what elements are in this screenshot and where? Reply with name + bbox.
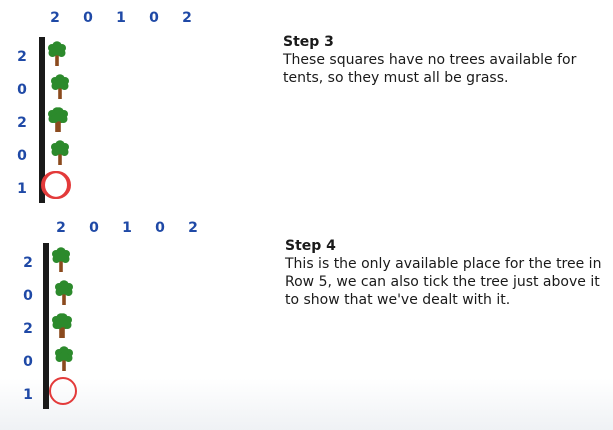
step4-col-clue: 2 (56, 220, 66, 236)
tree-icon (50, 107, 68, 132)
step3-row-clue: 2 (17, 49, 27, 65)
grid-row (39, 70, 69, 104)
grid-cell[interactable] (47, 342, 73, 376)
grid-row (43, 375, 77, 409)
tree-icon (48, 41, 66, 66)
step4-description: This is the only available place for the… (285, 256, 602, 308)
step4-title: Step 4 (285, 238, 336, 254)
grid-cell[interactable] (43, 169, 45, 203)
step4-row-clue: 2 (23, 321, 33, 337)
step4-col-clue: 2 (188, 220, 198, 236)
step3-column-clues: 2 0 1 0 2 (38, 10, 208, 30)
step3-description: These squares have no trees available fo… (283, 52, 577, 86)
step3-col-clue: 2 (50, 10, 60, 26)
step4-col-clue: 0 (155, 220, 165, 236)
grid-row (39, 136, 69, 170)
tree-icon (52, 247, 70, 272)
step4-grid (43, 243, 77, 409)
grid-row (43, 309, 72, 343)
grid-cell[interactable] (47, 243, 49, 277)
step4-row-clue: 1 (23, 387, 33, 403)
step4-row-clue: 0 (23, 288, 33, 304)
step3-col-clue: 0 (149, 10, 159, 26)
tent-circle (43, 171, 71, 199)
step4-row-clue: 2 (23, 255, 33, 271)
tree-icon (54, 313, 72, 338)
step3-grid (39, 37, 71, 203)
grid-row (43, 243, 70, 277)
tree-icon (51, 140, 69, 165)
grid-cell[interactable] (43, 70, 69, 104)
step3-title: Step 3 (283, 34, 334, 50)
grid-row (39, 169, 71, 203)
grid-cell[interactable] (47, 276, 73, 310)
grid-cell[interactable] (47, 375, 77, 409)
step4-row-clue: 0 (23, 354, 33, 370)
grid-row (39, 37, 66, 71)
step3-col-clue: 2 (182, 10, 192, 26)
step3-col-clue: 1 (116, 10, 126, 26)
grid-row (39, 103, 68, 137)
grid-cell[interactable] (43, 136, 69, 170)
step4-text-panel: Step 4 This is the only available place … (285, 237, 607, 309)
step3-row-clue: 0 (17, 82, 27, 98)
tree-icon (55, 346, 73, 371)
tent-circle (49, 377, 77, 405)
grid-row (43, 342, 73, 376)
grid-cell[interactable] (43, 37, 45, 71)
grid-cell[interactable] (47, 309, 49, 343)
step3-col-clue: 0 (83, 10, 93, 26)
step4-column-clues: 2 0 1 0 2 (44, 220, 214, 240)
step3-text-panel: Step 3 These squares have no trees avail… (283, 33, 605, 87)
grid-cell[interactable] (43, 103, 45, 137)
tree-icon (51, 74, 69, 99)
step4-col-clue: 0 (89, 220, 99, 236)
tree-icon (55, 280, 73, 305)
step3-row-clue: 2 (17, 115, 27, 131)
step3-row-clue: 0 (17, 148, 27, 164)
grid-row (43, 276, 73, 310)
step3-row-clue: 1 (17, 181, 27, 197)
step4-col-clue: 1 (122, 220, 132, 236)
